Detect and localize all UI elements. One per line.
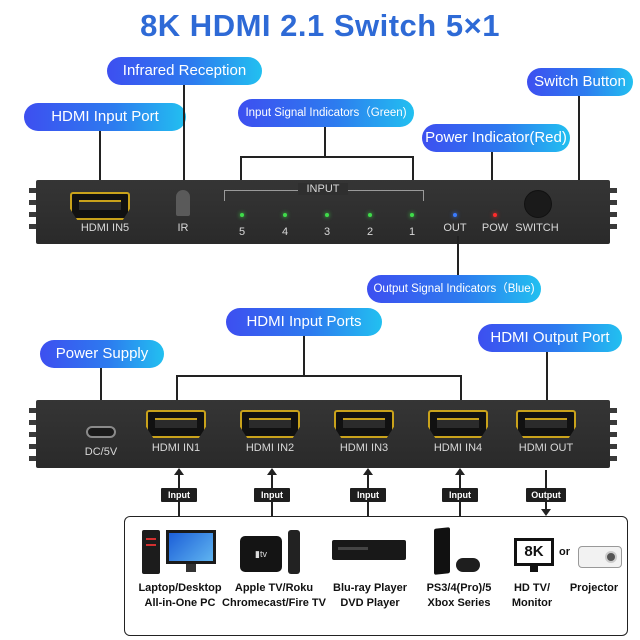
streaming-box-icon: ▮tv — [240, 536, 282, 572]
arrow-up-icon — [363, 468, 373, 475]
connector-line — [324, 127, 326, 156]
callout-switch-button: Switch Button — [527, 68, 633, 96]
projector-icon — [578, 546, 622, 568]
hdmi-port-in3 — [334, 410, 394, 438]
connector-line — [100, 368, 102, 424]
connector-line — [457, 236, 459, 276]
device-caption: Projector — [569, 582, 619, 594]
input-number: 1 — [408, 226, 416, 238]
led-power — [493, 213, 497, 217]
callout-power-supply: Power Supply — [40, 340, 164, 368]
hdmi-port-label: HDMI OUT — [518, 442, 574, 454]
bluray-player-icon — [332, 540, 406, 560]
connector-line — [176, 375, 178, 413]
dc-label: DC/5V — [84, 446, 118, 458]
tv-8k-badge: 8K — [524, 543, 544, 560]
arrow-label-output: Output — [526, 488, 566, 502]
tv-stand-icon — [530, 566, 538, 572]
hdmi-port-in1 — [146, 410, 206, 438]
callout-hdmi-input-ports: HDMI Input Ports — [226, 308, 382, 336]
connector-line — [546, 352, 548, 410]
callout-infrared: Infrared Reception — [107, 57, 262, 85]
hdmi-port-in5 — [70, 192, 130, 220]
arrow-up-icon — [174, 468, 184, 475]
input-group-label: INPUT — [298, 183, 348, 195]
hdmi-port-in2 — [240, 410, 300, 438]
led-input-1 — [410, 213, 414, 217]
ir-receiver-icon — [176, 190, 190, 216]
led-input-5 — [240, 213, 244, 217]
device-caption: HD TV/Monitor — [511, 582, 553, 609]
remote-icon — [288, 530, 300, 574]
input-number: 2 — [366, 226, 374, 238]
input-number: 3 — [323, 226, 331, 238]
out-label: OUT — [443, 222, 467, 234]
hdmi-in5-label: HDMI IN5 — [80, 222, 130, 234]
connector-line — [99, 131, 101, 191]
hdmi-port-label: HDMI IN1 — [151, 442, 201, 454]
desktop-tower-icon — [142, 530, 160, 574]
game-console-icon — [434, 527, 450, 575]
callout-power-indicator: Power Indicator(Red) — [422, 124, 570, 152]
pow-label: POW — [481, 222, 509, 234]
arrow-up-icon — [455, 468, 465, 475]
switch-label: SWITCH — [515, 222, 559, 234]
led-output — [453, 213, 457, 217]
connector-line — [412, 156, 414, 190]
usb-c-power-port — [86, 426, 116, 438]
connector-line — [240, 156, 414, 158]
hdmi-port-label: HDMI IN4 — [433, 442, 483, 454]
hdmi-port-label: HDMI IN2 — [245, 442, 295, 454]
callout-input-signal-indicators: Input Signal Indicators（Green) — [238, 99, 414, 127]
connector-line — [578, 96, 580, 204]
arrow-up-icon — [267, 468, 277, 475]
hdmi-port-label: HDMI IN3 — [339, 442, 389, 454]
ir-label: IR — [177, 222, 189, 234]
callout-output-signal-indicators: Output Signal Indicators（Blue) — [367, 275, 541, 303]
hdmi-port-in4 — [428, 410, 488, 438]
input-number: 4 — [281, 226, 289, 238]
monitor-icon — [166, 530, 216, 564]
connector-line — [183, 85, 185, 185]
or-text: or — [559, 546, 570, 558]
tv-icon: 8K — [514, 538, 554, 566]
led-input-2 — [368, 213, 372, 217]
connector-line — [240, 156, 242, 190]
connector-line — [176, 375, 462, 377]
switch-front-panel: HDMI IN5 IR INPUT 5 4 3 2 1 OUT POW SWIT… — [29, 180, 617, 244]
page-title: 8K HDMI 2.1 Switch 5×1 — [140, 8, 500, 43]
switch-button[interactable] — [524, 190, 552, 218]
connector-line — [491, 152, 493, 206]
led-input-3 — [325, 213, 329, 217]
arrow-label-input: Input — [161, 488, 197, 502]
arrow-label-input: Input — [442, 488, 478, 502]
callout-hdmi-input-port: HDMI Input Port — [24, 103, 186, 131]
monitor-stand-icon — [186, 564, 196, 572]
led-input-4 — [283, 213, 287, 217]
hdmi-port-out — [516, 410, 576, 438]
connector-line — [460, 375, 462, 413]
connector-line — [303, 336, 305, 376]
input-number: 5 — [238, 226, 246, 238]
arrow-down-icon — [541, 509, 551, 516]
arrow-label-input: Input — [350, 488, 386, 502]
game-controller-icon — [456, 558, 480, 572]
switch-back-panel: DC/5V HDMI IN1 HDMI IN2 HDMI IN3 HDMI IN… — [29, 400, 617, 468]
source-devices-panel — [124, 516, 628, 636]
arrow-label-input: Input — [254, 488, 290, 502]
callout-hdmi-output-port: HDMI Output Port — [478, 324, 622, 352]
